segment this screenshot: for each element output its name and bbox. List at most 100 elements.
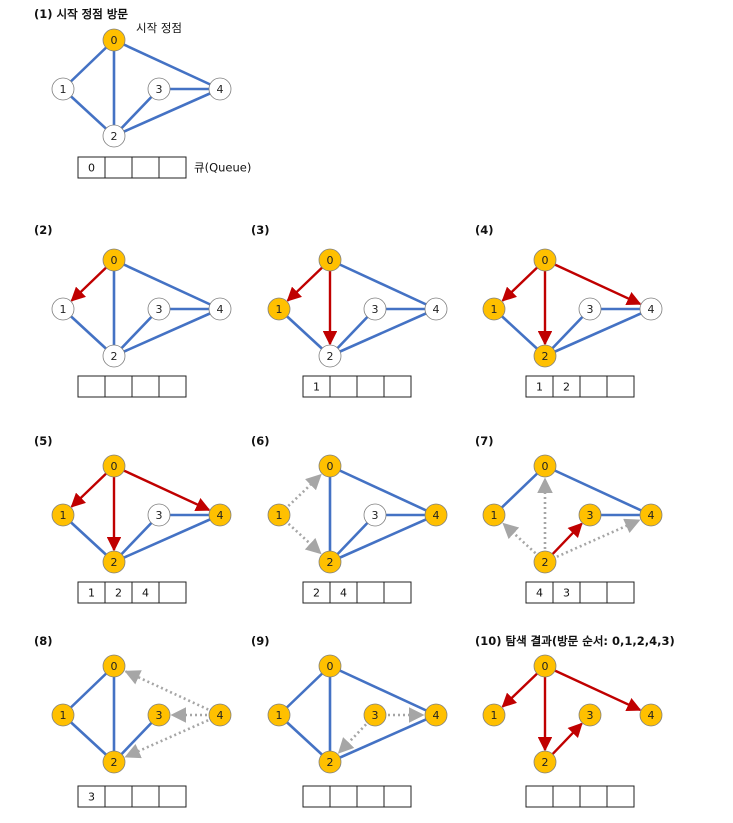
node-label: 2 xyxy=(111,756,118,769)
node-0 xyxy=(533,454,557,478)
node-label: 3 xyxy=(372,509,379,522)
node-label: 3 xyxy=(372,303,379,316)
node-label: 1 xyxy=(276,303,283,316)
edge-2-4 xyxy=(113,87,221,138)
node-2 xyxy=(102,344,126,368)
node-label: 0 xyxy=(111,34,118,47)
node-label: 4 xyxy=(217,83,224,96)
tree-arrow-2-3 xyxy=(551,522,583,555)
tree-arrow-0-1 xyxy=(70,266,107,302)
node-label: 0 xyxy=(111,254,118,267)
queue: 3 xyxy=(77,785,187,808)
edge-1-2 xyxy=(493,308,546,357)
tree-arrow-0-1 xyxy=(70,472,107,508)
node-0 xyxy=(318,454,342,478)
edge-0-4 xyxy=(329,664,437,717)
node-1 xyxy=(482,703,506,727)
queue-value: 0 xyxy=(88,162,95,175)
node-1 xyxy=(267,297,291,321)
queue-cell xyxy=(579,375,608,398)
edge-1-2 xyxy=(62,514,115,563)
queue: 1 xyxy=(302,375,412,398)
queue-value: 4 xyxy=(536,587,543,600)
node-label: 2 xyxy=(542,756,549,769)
edge-2-4 xyxy=(329,713,437,764)
queue-cell xyxy=(158,156,187,179)
node-2 xyxy=(533,344,557,368)
queue-cell xyxy=(302,785,331,808)
edge-0-1 xyxy=(62,665,115,716)
queue-cell xyxy=(131,785,160,808)
panel-title: (7) xyxy=(475,434,494,448)
node-label: 0 xyxy=(111,460,118,473)
node-label: 4 xyxy=(648,303,655,316)
node-label: 1 xyxy=(491,709,498,722)
panel-title: (2) xyxy=(34,223,53,237)
queue-value: 2 xyxy=(563,381,570,394)
queue-cell xyxy=(131,156,160,179)
edge-1-2 xyxy=(62,714,115,763)
queue-cell xyxy=(606,375,635,398)
check-arrow-2-1 xyxy=(502,522,537,555)
queue-value: 2 xyxy=(313,587,320,600)
node-label: 0 xyxy=(542,460,549,473)
queue-value: 1 xyxy=(313,381,320,394)
node-3 xyxy=(578,297,602,321)
node-label: 0 xyxy=(327,254,334,267)
node-0 xyxy=(318,654,342,678)
queue-cell xyxy=(383,375,412,398)
node-label: 2 xyxy=(111,350,118,363)
panel-title: (4) xyxy=(475,223,494,237)
node-label: 3 xyxy=(372,709,379,722)
panel-title: (10) 탐색 결과(방문 순서: 0,1,2,4,3) xyxy=(475,634,675,648)
node-2 xyxy=(318,344,342,368)
queue-label: 큐(Queue) xyxy=(194,161,251,175)
node-3 xyxy=(363,503,387,527)
edge-0-1 xyxy=(278,665,331,716)
tree-arrow-0-4 xyxy=(554,263,642,306)
panel-title: (9) xyxy=(251,634,270,648)
node-2 xyxy=(533,550,557,574)
tree-arrow-0-4 xyxy=(123,469,211,512)
queue-cell xyxy=(356,785,385,808)
node-3 xyxy=(147,77,171,101)
node-label: 0 xyxy=(542,660,549,673)
queue-cell xyxy=(606,581,635,604)
node-3 xyxy=(578,503,602,527)
node-label: 4 xyxy=(217,709,224,722)
queue-value: 1 xyxy=(536,381,543,394)
node-label: 1 xyxy=(60,303,67,316)
check-arrow-3-2 xyxy=(337,723,367,754)
node-label: 0 xyxy=(542,254,549,267)
node-3 xyxy=(147,703,171,727)
tree-arrow-0-4 xyxy=(554,669,642,712)
queue-cell xyxy=(158,375,187,398)
queue-cell xyxy=(579,785,608,808)
queue xyxy=(302,785,412,808)
node-label: 2 xyxy=(542,556,549,569)
node-4 xyxy=(208,703,232,727)
node-label: 3 xyxy=(156,709,163,722)
edge-0-1 xyxy=(493,465,546,516)
queue-cell xyxy=(383,581,412,604)
node-label: 4 xyxy=(648,509,655,522)
queue-value: 1 xyxy=(88,587,95,600)
queue-cell xyxy=(329,375,358,398)
edge-2-4 xyxy=(544,307,652,358)
node-2 xyxy=(102,750,126,774)
node-label: 1 xyxy=(276,709,283,722)
node-label: 1 xyxy=(60,509,67,522)
node-0 xyxy=(102,28,126,52)
node-label: 1 xyxy=(491,509,498,522)
edge-2-4 xyxy=(329,307,437,358)
node-1 xyxy=(51,703,75,727)
edge-1-2 xyxy=(62,88,115,137)
edge-1-2 xyxy=(62,308,115,357)
edge-1-2 xyxy=(278,714,331,763)
node-label: 4 xyxy=(433,509,440,522)
